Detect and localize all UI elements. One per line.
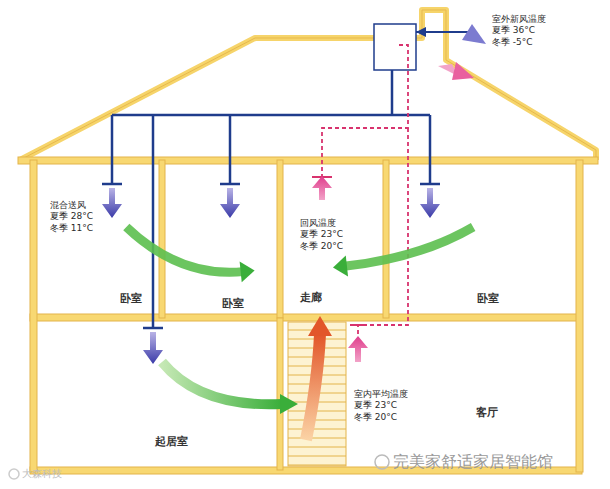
airflow-arrow — [333, 227, 473, 276]
room-name: 卧室 — [222, 296, 244, 311]
room-area: 起居室 — [37, 321, 277, 467]
temperature-note: 室内平均温度 夏季 23°C 冬季 20°C — [354, 389, 414, 423]
room-name: 走廊 — [300, 290, 322, 305]
room-name: 起居室 — [155, 434, 188, 449]
room-name: 卧室 — [477, 291, 499, 306]
airflow-arrow — [126, 227, 254, 282]
room-name: 卧室 — [120, 291, 142, 306]
room-area: 混合送风 夏季 28°C 冬季 11°C 卧室 — [38, 164, 159, 314]
room-area: 室内平均温度 夏季 23°C 冬季 20°C 客厅 — [348, 321, 576, 467]
room-area: 卧室 — [165, 164, 277, 314]
watermark: 完美家舒适家居智能馆 — [393, 452, 553, 473]
room-area: 回风温度 夏季 23°C 冬季 20°C 走廊 — [283, 164, 383, 314]
temperature-note: 回风温度 夏季 23°C 冬季 20°C — [300, 218, 350, 252]
room-name: 客厅 — [476, 405, 498, 420]
outdoor-air-note: 室外新风温度 夏季 36°C 冬季 -5°C — [492, 14, 554, 48]
watermark: 大森科技 — [22, 467, 62, 481]
room-area: 卧室 — [389, 164, 576, 314]
temperature-note: 混合送风 夏季 28°C 冬季 11°C — [50, 200, 98, 234]
